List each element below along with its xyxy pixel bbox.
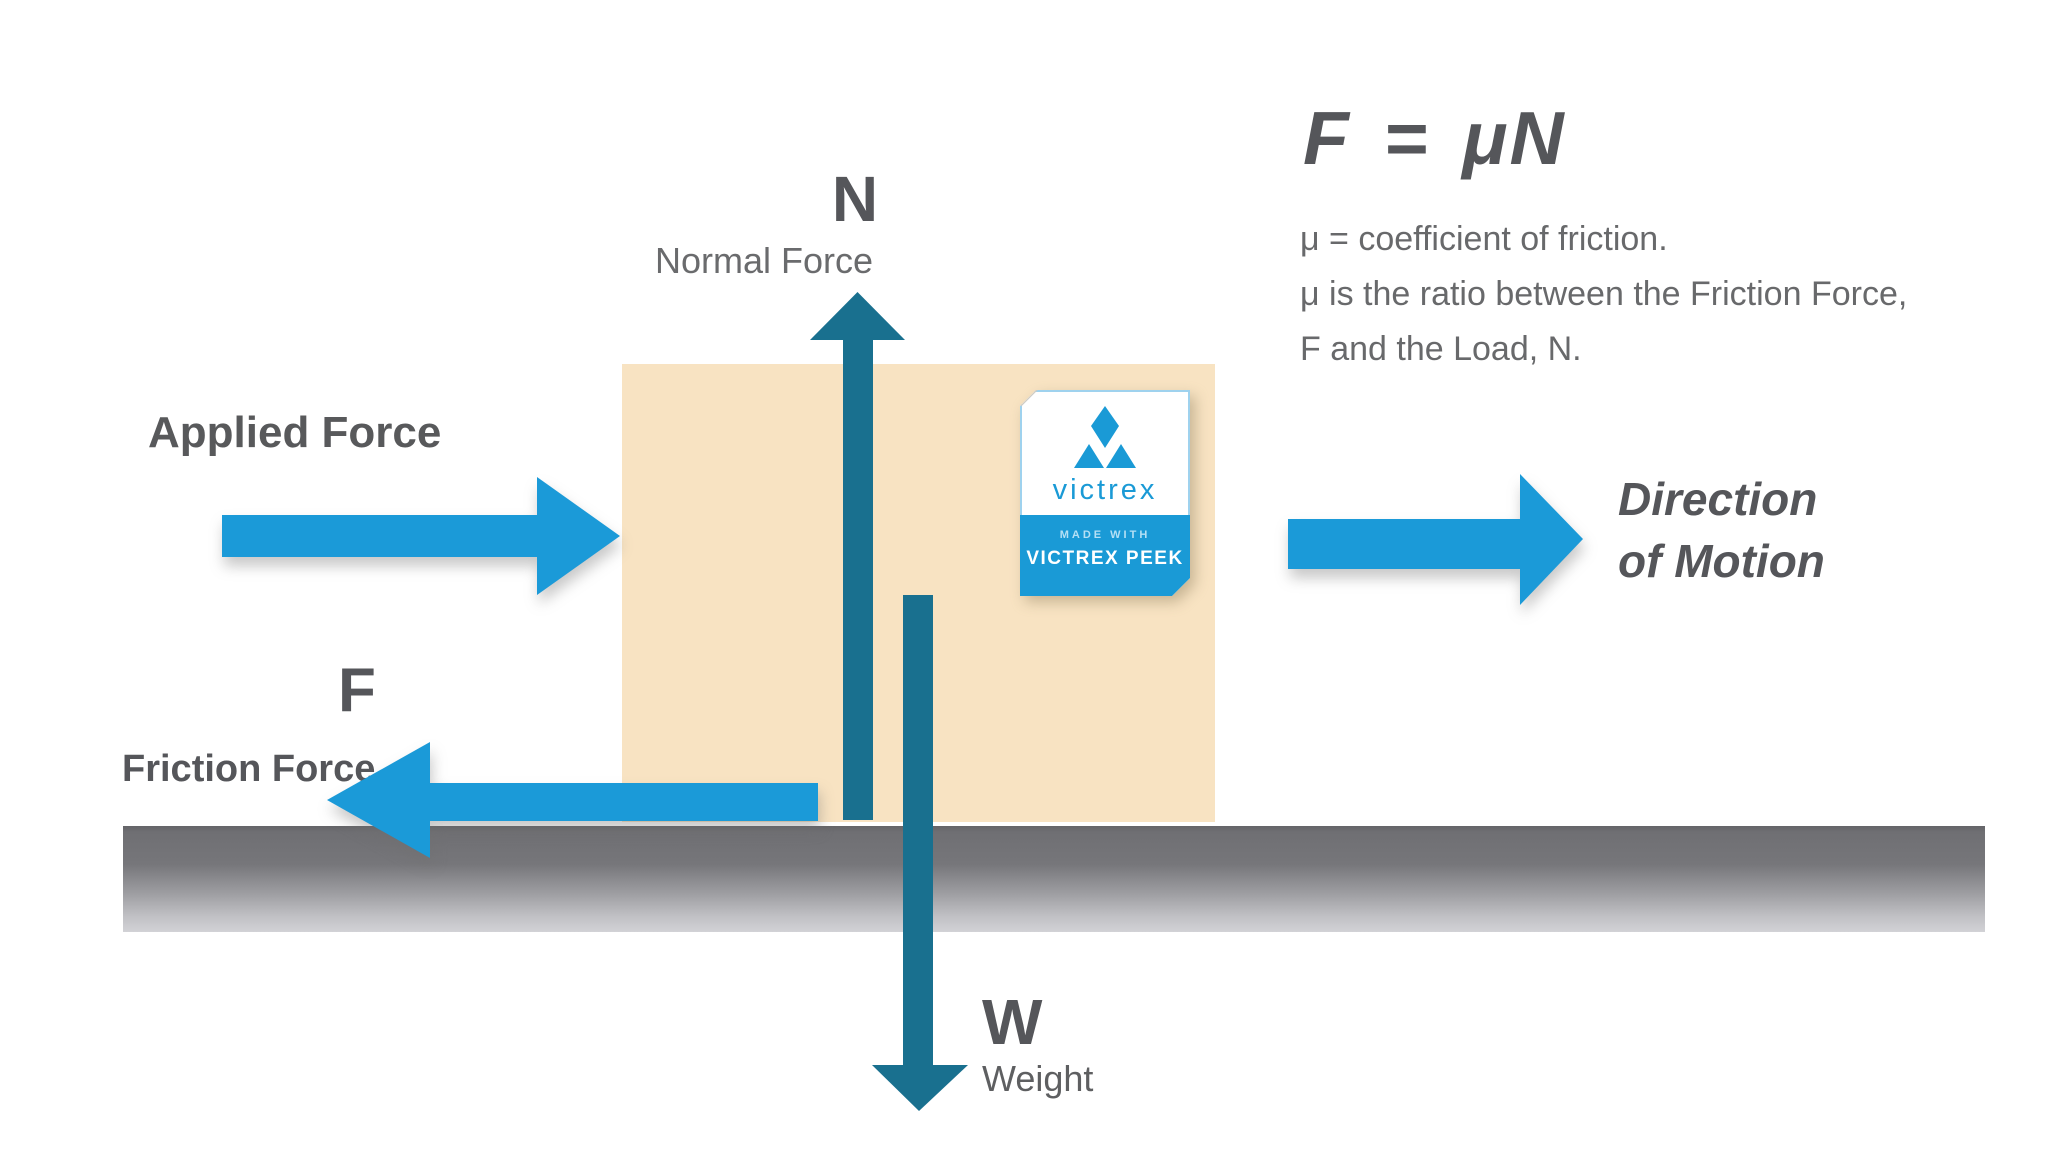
friction-force-arrow bbox=[327, 742, 818, 858]
direction-of-motion-arrow bbox=[1288, 474, 1583, 605]
weight-arrow bbox=[872, 595, 968, 1111]
formula-note-line2: μ is the ratio between the Friction Forc… bbox=[1300, 275, 1908, 313]
normal-force-symbol: N bbox=[831, 163, 879, 235]
badge-made-with-text: MADE WITH bbox=[1059, 529, 1151, 541]
friction-force-label: Friction Force bbox=[122, 748, 376, 790]
direction-of-motion-label: Direction of Motion bbox=[1618, 468, 1825, 592]
formula-note-line3: F and the Load, N. bbox=[1300, 330, 1582, 368]
normal-force-label: Normal Force bbox=[655, 240, 874, 281]
badge-product-text: VICTREX PEEK bbox=[1026, 548, 1184, 569]
victrex-badge-top: victrex bbox=[1020, 390, 1190, 515]
victrex-badge-bottom: MADE WITH VICTREX PEEK bbox=[1020, 515, 1190, 596]
formula-note-line1: μ = coefficient of friction. bbox=[1300, 220, 1668, 258]
victrex-badge-card: victrex MADE WITH VICTREX PEEK bbox=[1020, 390, 1190, 596]
formula-notes: μ = coefficient of friction. μ is the ra… bbox=[1300, 212, 1907, 377]
victrex-wordmark: victrex bbox=[1052, 474, 1158, 506]
direction-line2: of Motion bbox=[1618, 535, 1825, 587]
formula-equation: F = μN bbox=[1303, 96, 1566, 180]
applied-force-arrow bbox=[222, 477, 620, 595]
victrex-badge: victrex MADE WITH VICTREX PEEK bbox=[1020, 390, 1190, 596]
weight-label: Weight bbox=[982, 1058, 1094, 1099]
direction-line1: Direction bbox=[1618, 473, 1818, 525]
friction-force-symbol: F bbox=[338, 656, 376, 725]
normal-force-arrow bbox=[810, 292, 905, 820]
floor-surface bbox=[123, 826, 1985, 932]
weight-symbol: W bbox=[982, 986, 1043, 1058]
applied-force-label: Applied Force bbox=[148, 408, 442, 457]
victrex-logo-icon bbox=[1074, 406, 1136, 468]
